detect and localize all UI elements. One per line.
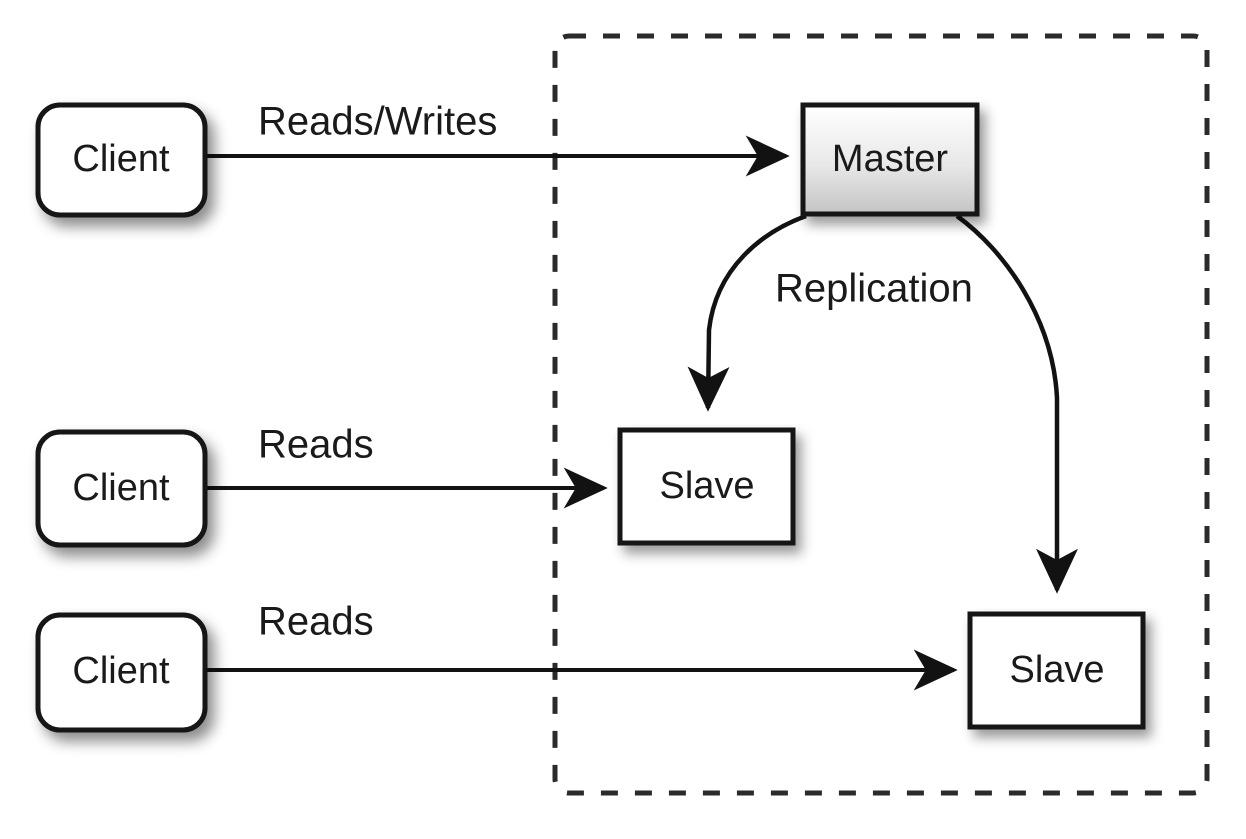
edge-master-slave2-replication [955,214,1078,594]
client-3-label: Client [72,650,170,692]
edge-label-replication: Replication [775,267,973,311]
master-label: Master [832,138,948,180]
slave-1-label: Slave [659,465,754,507]
slave-2-shape [967,611,1146,730]
edge-label-reads-2: Reads [258,600,374,644]
node-client-3[interactable]: Client [35,612,208,733]
node-master[interactable]: Master [800,102,980,217]
edge-label-reads-writes: Reads/Writes [258,100,497,144]
node-slave-2[interactable]: Slave [967,611,1146,730]
slave-1-shape [617,427,796,546]
node-client-1[interactable]: Client [35,102,208,218]
edge-master-slave1-replication [687,213,807,412]
slave-2-label: Slave [1009,649,1104,691]
client-3-shape [35,612,208,733]
node-client-2[interactable]: Client [35,429,208,548]
client-1-shape [35,102,208,218]
client-2-shape [35,429,208,548]
client-2-label: Client [72,467,170,509]
client-1-label: Client [72,138,170,180]
node-slave-1[interactable]: Slave [617,427,796,546]
master-shape [800,102,980,217]
edge-label-reads-1: Reads [258,423,374,467]
database-cluster-boundary [552,33,1210,796]
